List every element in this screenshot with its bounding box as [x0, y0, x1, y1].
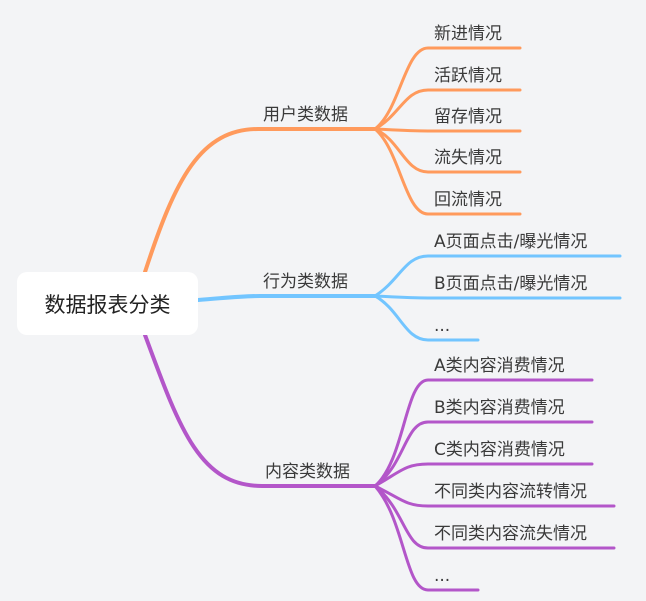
root-node-label: 数据报表分类: [44, 292, 171, 317]
branch-content-label[interactable]: 内容类数据: [265, 462, 350, 482]
leaf-content-a[interactable]: A类内容消费情况: [434, 356, 565, 376]
link-root-to-content: [143, 333, 377, 488]
leaf-user-active[interactable]: 活跃情况: [434, 66, 502, 86]
root-node[interactable]: 数据报表分类: [17, 272, 198, 335]
leaf-behavior-page-a[interactable]: A页面点击/曝光情况: [434, 232, 588, 252]
branch-user-label[interactable]: 用户类数据: [263, 105, 348, 125]
link-root-to-user: [143, 126, 377, 274]
behavior-child-links: [373, 254, 622, 342]
leaf-content-churn[interactable]: 不同类内容流失情况: [434, 524, 587, 544]
leaf-content-transfer[interactable]: 不同类内容流转情况: [434, 482, 587, 502]
leaf-behavior-more[interactable]: ...: [434, 316, 451, 336]
leaf-content-more[interactable]: ...: [434, 566, 451, 586]
leaf-content-b[interactable]: B类内容消费情况: [434, 398, 565, 418]
leaf-behavior-page-b[interactable]: B页面点击/曝光情况: [434, 274, 588, 294]
leaf-content-c[interactable]: C类内容消费情况: [434, 440, 565, 460]
content-child-links: [373, 378, 616, 592]
leaf-user-retention[interactable]: 留存情况: [434, 107, 502, 127]
leaf-user-return[interactable]: 回流情况: [434, 190, 502, 210]
branch-behavior-label[interactable]: 行为类数据: [263, 272, 348, 292]
leaf-user-churn[interactable]: 流失情况: [434, 148, 502, 168]
link-root-to-behavior: [196, 294, 377, 302]
user-child-links: [373, 46, 522, 216]
leaf-user-new[interactable]: 新进情况: [434, 24, 502, 44]
